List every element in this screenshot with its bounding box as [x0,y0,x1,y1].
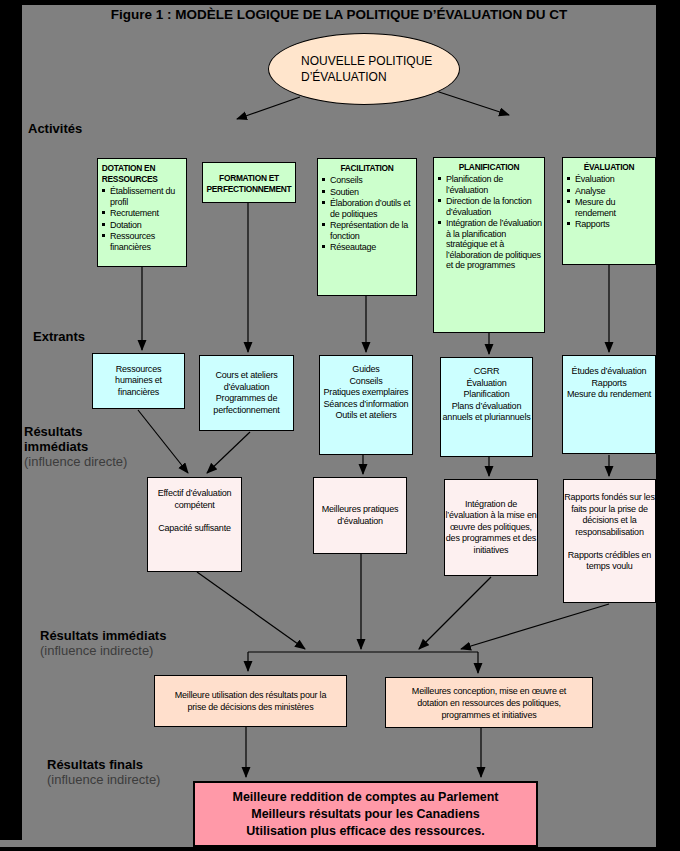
section-label-resultats-finals: Résultats finals (influence indirecte) [47,757,160,787]
output-box-guides: Guides Conseils Pratiques exemplaires Sé… [319,355,413,455]
result-direct-box-pratiques: Meilleures pratiques d’évaluation [313,477,407,554]
bullet-icon [567,222,570,225]
final-outcome-text: Meilleure reddition de comptes au Parlem… [232,789,498,840]
bullet-icon [322,223,325,226]
result-direct-box-rapports: Rapports fondés sur les faits pour la pr… [563,479,656,603]
bullet-icon [567,177,570,180]
bullet-text: Réseautage [330,242,376,253]
activity-box-evaluation: ÉVALUATION ÉvaluationAnalyseMesure du re… [562,157,656,265]
section-label-resultats-directs: Résultats immédiats (influence directe) [24,424,127,469]
output-box-text: Ressources humaines et financières [115,364,162,399]
bullet-item: Représentation de la fonction [322,220,414,241]
bullet-text: Élaboration d’outils et de politiques [330,198,414,219]
section-label-activites: Activités [28,121,82,136]
bullet-icon [322,178,325,181]
bullet-text: Établissement du profil [110,186,184,207]
bullet-text: Recrutement [110,208,159,219]
bullet-icon [438,177,441,180]
activity-bullet-list: Établissement du profilRecrutementDotati… [100,186,184,252]
bullet-icon [438,221,441,224]
activity-box-formation: FORMATION ET PERFECTIONNEMENT [202,162,296,203]
bullet-text: Évaluation [575,174,615,185]
result-direct-box-effectif: Effectif d’évaluation compétent Capacité… [147,477,242,572]
result-box-text: Rapports fondés sur les faits pour la pr… [564,492,654,573]
bullet-icon [438,199,441,202]
activity-box-header: FORMATION ET PERFECTIONNEMENT [205,172,293,194]
bullet-text: Soutien [330,187,359,198]
bullet-icon [102,211,105,214]
bullet-item: Rapports [567,219,653,230]
bullet-icon [322,201,325,204]
activity-bullet-list: Planification de l’évaluationDirection d… [436,174,542,271]
bullet-item: Conseils [322,175,414,186]
section-label-note: (influence indirecte) [47,772,160,787]
activity-box-header: ÉVALUATION [565,161,653,172]
bullet-item: Direction de la fonction d’évaluation [438,196,542,217]
figure-title: Figure 1 : MODÈLE LOGIQUE DE LA POLITIQU… [22,7,656,22]
section-label-resultats-indirects: Résultats immédiats (influence indirecte… [40,628,166,658]
activity-box-header: FACILITATION [320,162,414,173]
bullet-item: Planification de l’évaluation [438,174,542,195]
bullet-text: Intégration de l’évaluation à la planifi… [446,218,542,271]
activity-box-dotation: DOTATION EN RESSOURCES Établissement du … [97,158,187,267]
bullet-item: Élaboration d’outils et de politiques [322,198,414,219]
bullet-item: Établissement du profil [102,186,184,207]
bullet-text: Représentation de la fonction [330,220,414,241]
policy-ellipse: NOUVELLE POLITIQUE D’ÉVALUATION [268,33,460,105]
bullet-item: Intégration de l’évaluation à la planifi… [438,218,542,271]
output-box-text: Cours et ateliers d’évaluation Programme… [213,370,279,416]
result-box-text: Intégration de l’évaluation à la mise en… [445,499,536,557]
activity-box-header: DOTATION EN RESSOURCES [100,162,186,184]
activity-bullet-list: ÉvaluationAnalyseMesure du rendementRapp… [565,174,653,230]
bullet-text: Ressources financières [110,231,184,252]
bullet-text: Dotation [110,220,142,231]
result-box-text: Meilleures conception, mise en œuvre et … [412,685,566,721]
output-box-text: Études d’évaluation Rapports Mesure du r… [567,366,651,401]
output-box-text: CGRR Évaluation Planification Plans d’év… [443,366,531,424]
bullet-item: Évaluation [567,174,653,185]
section-label-bold: Résultats finals [47,757,143,772]
section-label-bold: Résultats immédiats [24,424,88,454]
bullet-item: Dotation [102,220,184,231]
bullet-icon [102,223,105,226]
result-indirect-box-conception: Meilleures conception, mise en œuvre et … [385,677,593,728]
result-direct-box-integration: Intégration de l’évaluation à la mise en… [444,479,538,576]
bullet-icon [102,234,105,237]
bullet-item: Recrutement [102,208,184,219]
bullet-icon [567,200,570,203]
bullet-text: Conseils [330,175,363,186]
bullet-text: Rapports [575,219,610,230]
activity-box-facilitation: FACILITATION ConseilsSoutienÉlaboration … [317,158,417,296]
policy-ellipse-text: NOUVELLE POLITIQUE D’ÉVALUATION [269,53,432,85]
output-box-cgrr: CGRR Évaluation Planification Plans d’év… [440,357,533,457]
bullet-item: Analyse [567,186,653,197]
bullet-text: Analyse [575,186,605,197]
bullet-item: Mesure du rendement [567,197,653,218]
output-box-cours: Cours et ateliers d’évaluation Programme… [199,355,294,431]
bullet-icon [567,189,570,192]
section-label-extrants: Extrants [33,329,85,344]
section-label-note: (influence directe) [24,454,127,469]
final-outcome-box: Meilleure reddition de comptes au Parlem… [193,781,538,847]
bullet-icon [102,189,105,192]
bullet-text: Planification de l’évaluation [446,174,542,195]
bullet-icon [322,190,325,193]
result-box-text: Meilleure utilisation des résultats pour… [175,689,326,713]
result-box-text: Meilleures pratiques d’évaluation [322,504,399,527]
output-box-etudes: Études d’évaluation Rapports Mesure du r… [562,355,656,454]
activity-bullet-list: ConseilsSoutienÉlaboration d’outils et d… [320,175,414,253]
bullet-item: Soutien [322,187,414,198]
activity-box-planification: PLANIFICATION Planification de l’évaluat… [433,157,545,333]
bullet-item: Réseautage [322,242,414,253]
bullet-icon [322,245,325,248]
output-box-ressources: Ressources humaines et financières [92,353,185,409]
result-box-text: Effectif d’évaluation compétent Capacité… [158,488,232,534]
section-label-bold: Résultats immédiats [40,628,166,643]
bullet-text: Mesure du rendement [575,197,653,218]
bullet-text: Direction de la fonction d’évaluation [446,196,542,217]
section-label-note: (influence indirecte) [40,643,153,658]
bullet-item: Ressources financières [102,231,184,252]
output-box-text: Guides Conseils Pratiques exemplaires Sé… [324,364,409,422]
activity-box-header: PLANIFICATION [436,161,542,172]
